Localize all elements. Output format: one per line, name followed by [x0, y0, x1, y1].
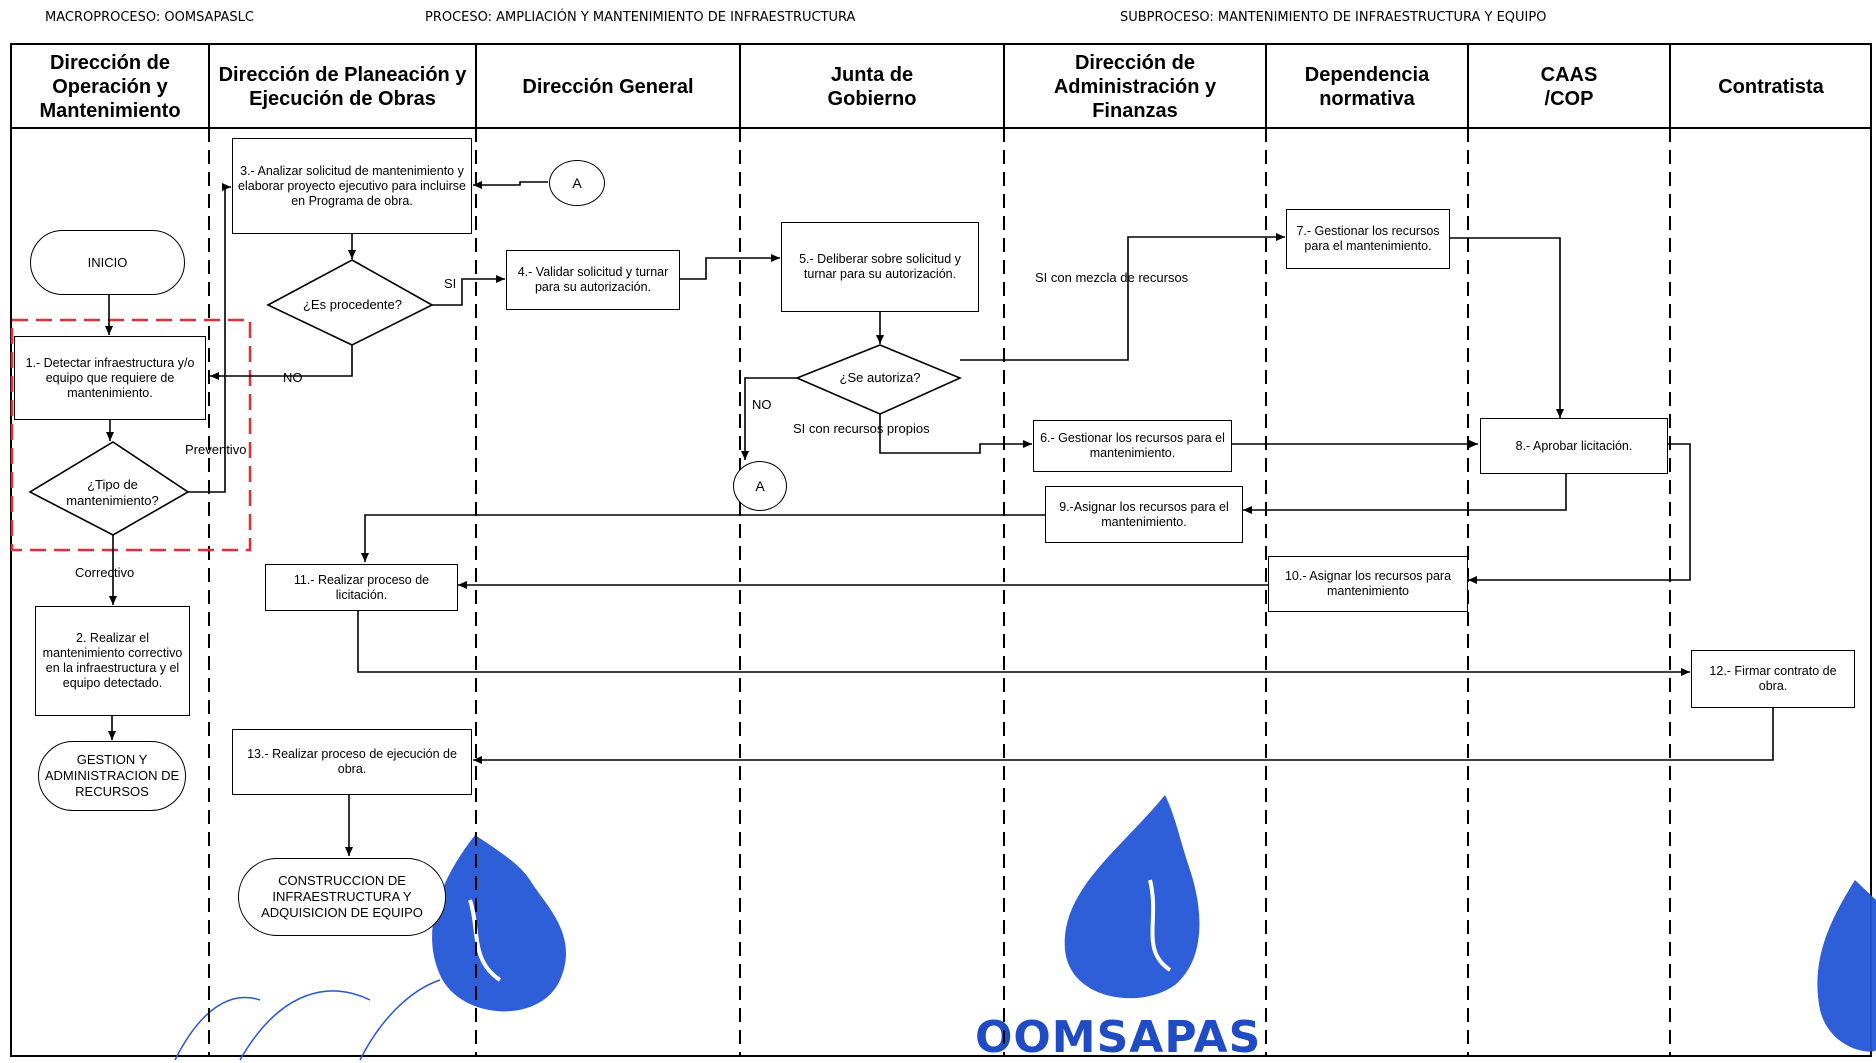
macroproceso-label: MACROPROCESO: OOMSAPASLC [45, 10, 254, 25]
step-7-gestionar-recursos: 7.- Gestionar los recursos para el mante… [1286, 209, 1450, 269]
step-11-licitacion: 11.- Realizar proceso de licitación. [265, 564, 458, 611]
step-13-ejecucion-obra: 13.- Realizar proceso de ejecución de ob… [232, 729, 472, 795]
label-si-mezcla: SI con mezcla de recursos [1035, 270, 1189, 285]
lane-header-caas: CAAS /COP [1540, 63, 1598, 110]
step-1-detectar: 1.- Detectar infraestructura y/o equipo … [14, 336, 206, 420]
proceso-label: PROCESO: AMPLIACIÓN Y MANTENIMIENTO DE I… [425, 10, 856, 25]
end-gestion-recursos: GESTION Y ADMINISTRACION DE RECURSOS [38, 741, 186, 811]
lane-header-contratista: Contratista [1718, 75, 1824, 98]
start-inicio: INICIO [30, 230, 185, 295]
decision-procedente-label: ¿Es procedente? [302, 297, 402, 312]
decision-tipo-label: ¿Tipo de mantenimiento? [66, 477, 159, 508]
lane-header-planeacion: Dirección de Planeación y Ejecución de O… [218, 63, 467, 110]
step-8-aprobar-licitacion: 8.- Aprobar licitación. [1480, 418, 1668, 474]
label-correctivo: Correctivo [75, 565, 135, 580]
step-5-deliberar: 5.- Deliberar sobre solicitud y turnar p… [781, 222, 979, 312]
connector-a-bottom: A [733, 461, 787, 511]
drop-logo-center [1064, 795, 1200, 999]
label-preventivo: Preventivo [185, 442, 247, 457]
subproceso-label: SUBPROCESO: MANTENIMIENTO DE INFRAESTRUC… [1120, 10, 1547, 25]
lane-header-direccion-general: Dirección General [522, 75, 694, 98]
oomsapas-logo-text: OOMSAPAS [975, 1012, 1262, 1063]
lane-header-operacion: Dirección de Operación y Mantenimiento [39, 51, 181, 122]
drop-logo-right [1817, 880, 1876, 1052]
label-no-autoriza: NO [752, 397, 772, 412]
step-6-gestionar-recursos: 6.- Gestionar los recursos para el mante… [1033, 420, 1232, 472]
lane-header-junta: Junta de Gobierno [827, 63, 917, 110]
step-2-mantenimiento-correctivo: 2. Realizar el mantenimiento correctivo … [35, 606, 190, 716]
step-3-analizar-solicitud: 3.- Analizar solicitud de mantenimiento … [232, 138, 472, 234]
label-si-propios: SI con recursos propios [793, 421, 930, 436]
end-construccion: CONSTRUCCION DE INFRAESTRUCTURA Y ADQUIS… [238, 858, 446, 936]
step-10-asignar-recursos: 10.- Asignar los recursos para mantenimi… [1268, 556, 1468, 612]
lane-header-dependencia: Dependencia normativa [1304, 63, 1430, 110]
label-si-procedente: SI [444, 276, 457, 291]
step-12-firmar-contrato: 12.- Firmar contrato de obra. [1691, 650, 1855, 708]
highlight-box [10, 318, 252, 552]
label-no-procedente: NO [283, 370, 303, 385]
lane-header-administracion: Dirección de Administración y Finanzas [1053, 51, 1217, 122]
connector-a-top: A [549, 160, 605, 206]
decision-autoriza-label: ¿Se autoriza? [839, 370, 921, 385]
drop-logo-left [432, 835, 567, 1012]
step-4-validar-solicitud: 4.- Validar solicitud y turnar para su a… [506, 250, 680, 310]
step-9-asignar-recursos: 9.-Asignar los recursos para el mantenim… [1045, 486, 1243, 543]
